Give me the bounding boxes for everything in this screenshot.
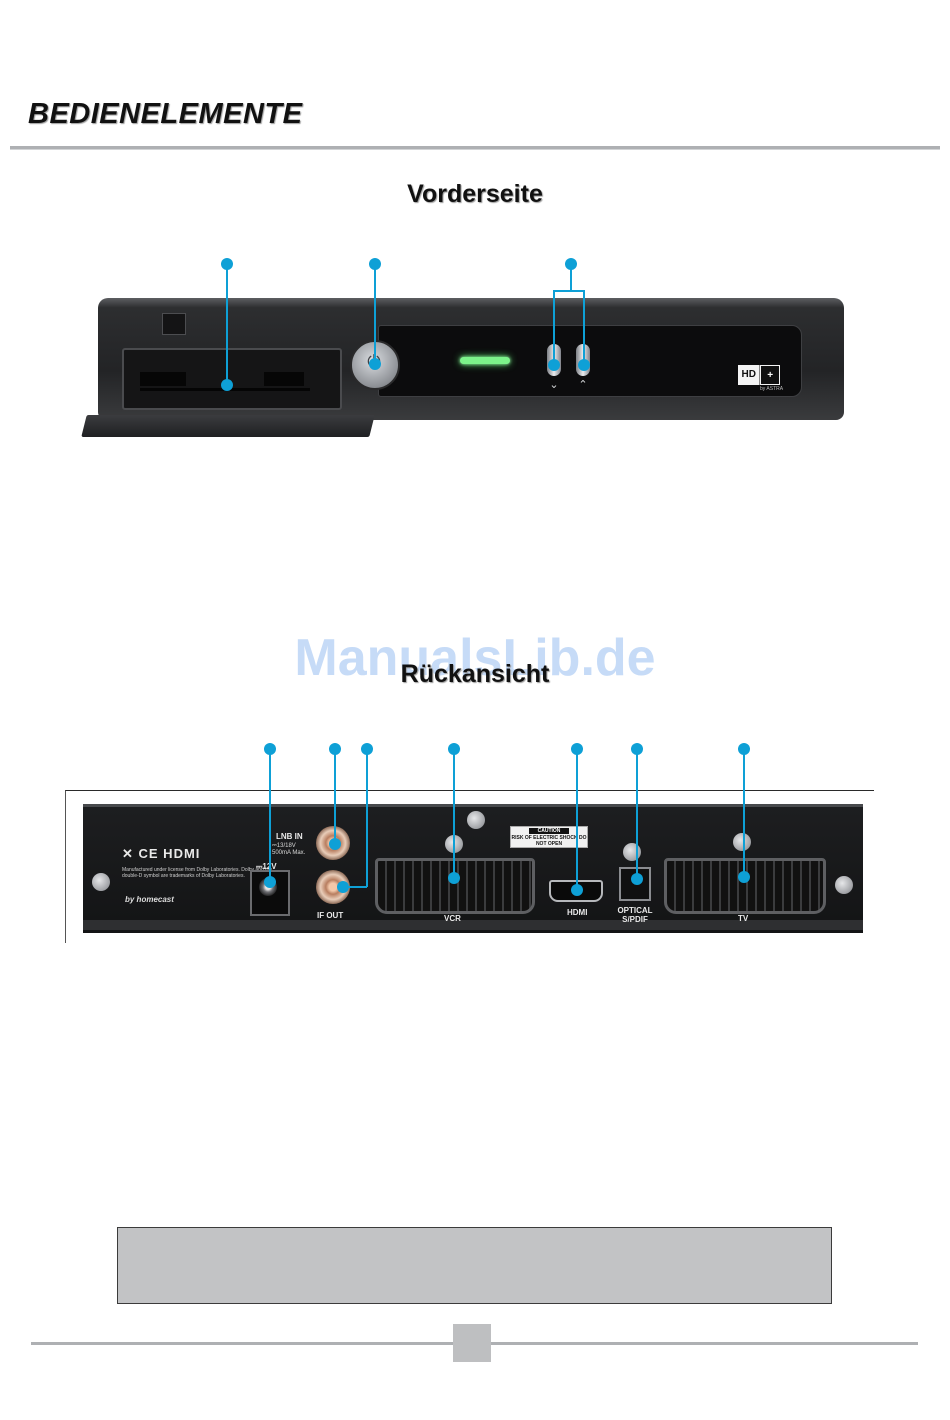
standby-led bbox=[460, 357, 510, 364]
plus-logo-text: + bbox=[760, 365, 780, 385]
callout-line bbox=[334, 751, 336, 843]
card-slot bbox=[140, 372, 186, 386]
lnb-in-label: LNB IN bbox=[276, 832, 303, 841]
callout-dot bbox=[571, 884, 583, 896]
chevron-up-icon: ⌃ bbox=[578, 379, 588, 391]
optical-label-line: OPTICAL bbox=[617, 906, 653, 915]
callout-dot bbox=[361, 743, 373, 755]
callout-dot bbox=[221, 258, 233, 270]
screw bbox=[467, 811, 485, 829]
callout-dot bbox=[448, 743, 460, 755]
chevron-down-icon: ⌄ bbox=[549, 379, 559, 391]
callout-dot bbox=[448, 872, 460, 884]
optical-port bbox=[619, 867, 651, 901]
tv-label: TV bbox=[738, 914, 749, 923]
callout-dot bbox=[548, 359, 560, 371]
front-display-window bbox=[378, 325, 802, 397]
callout-line bbox=[269, 751, 271, 879]
callout-line bbox=[366, 751, 368, 887]
rear-heading: Rückansicht bbox=[400, 660, 550, 688]
lnb-spec-voltage: ⎓13/18V bbox=[272, 843, 296, 849]
card-slot bbox=[264, 372, 304, 386]
callout-dot bbox=[221, 379, 233, 391]
page-number-box bbox=[453, 1324, 491, 1362]
callout-line bbox=[583, 290, 585, 362]
caution-text: RISK OF ELECTRIC SHOCK DO NOT OPEN bbox=[511, 835, 587, 847]
optical-label: OPTICAL S/PDIF bbox=[613, 906, 657, 924]
callout-dot bbox=[738, 743, 750, 755]
callout-dot bbox=[337, 881, 349, 893]
watermark: ManualsLib.de bbox=[294, 629, 656, 687]
callout-dot bbox=[369, 358, 381, 370]
caution-head: CAUTION bbox=[529, 828, 569, 834]
vcr-label: VCR bbox=[444, 914, 461, 923]
callout-dot bbox=[571, 743, 583, 755]
callout-dot bbox=[565, 258, 577, 270]
vcr-scart-port bbox=[375, 858, 535, 914]
callout-line bbox=[374, 266, 376, 362]
front-heading: Vorderseite bbox=[407, 180, 543, 208]
license-text: Manufactured under license from Dolby La… bbox=[122, 867, 273, 879]
callout-line bbox=[553, 290, 555, 362]
hd-logo-text: HD bbox=[738, 365, 761, 385]
optical-label-line: S/PDIF bbox=[622, 915, 648, 924]
astra-text: by ASTRA bbox=[760, 386, 784, 392]
lnb-spec: ⎓13/18V 500mA Max. bbox=[272, 843, 305, 857]
hdmi-label: HDMI bbox=[567, 908, 588, 917]
screw bbox=[623, 843, 641, 861]
callout-dot bbox=[264, 743, 276, 755]
callout-dot bbox=[738, 871, 750, 883]
hd-plus-logo: HD + bbox=[738, 365, 780, 385]
top-divider bbox=[10, 146, 940, 150]
callout-line bbox=[226, 266, 228, 384]
callout-line bbox=[570, 266, 572, 290]
callout-dot bbox=[329, 743, 341, 755]
lnb-spec-current: 500mA Max. bbox=[272, 850, 306, 856]
callout-line bbox=[453, 751, 455, 877]
dc-power-label: ⎓12V bbox=[256, 862, 277, 871]
rear-frame bbox=[65, 790, 874, 943]
front-flap bbox=[81, 415, 375, 437]
front-cover-latch bbox=[162, 313, 186, 335]
caution-label: CAUTION RISK OF ELECTRIC SHOCK DO NOT OP… bbox=[510, 826, 588, 848]
screw bbox=[733, 833, 751, 851]
rear-bottom-strip bbox=[83, 920, 863, 930]
callout-dot bbox=[631, 743, 643, 755]
callout-dot bbox=[631, 873, 643, 885]
callout-dot bbox=[369, 258, 381, 270]
callout-dot bbox=[264, 876, 276, 888]
brand-text: by homecast bbox=[125, 895, 174, 904]
callout-line bbox=[344, 886, 367, 888]
section-title: BEDIENELEMENTE bbox=[28, 98, 303, 130]
note-box bbox=[117, 1227, 832, 1304]
screw bbox=[835, 876, 853, 894]
certification-logos: ✕ CE HDMI bbox=[122, 846, 201, 861]
tv-scart-port bbox=[664, 858, 826, 914]
callout-dot bbox=[329, 838, 341, 850]
callout-line bbox=[636, 751, 638, 879]
callout-line bbox=[743, 751, 745, 877]
screw bbox=[92, 873, 110, 891]
callout-dot bbox=[578, 359, 590, 371]
callout-line bbox=[553, 290, 584, 292]
callout-line bbox=[576, 751, 578, 888]
if-out-label: IF OUT bbox=[317, 911, 344, 920]
